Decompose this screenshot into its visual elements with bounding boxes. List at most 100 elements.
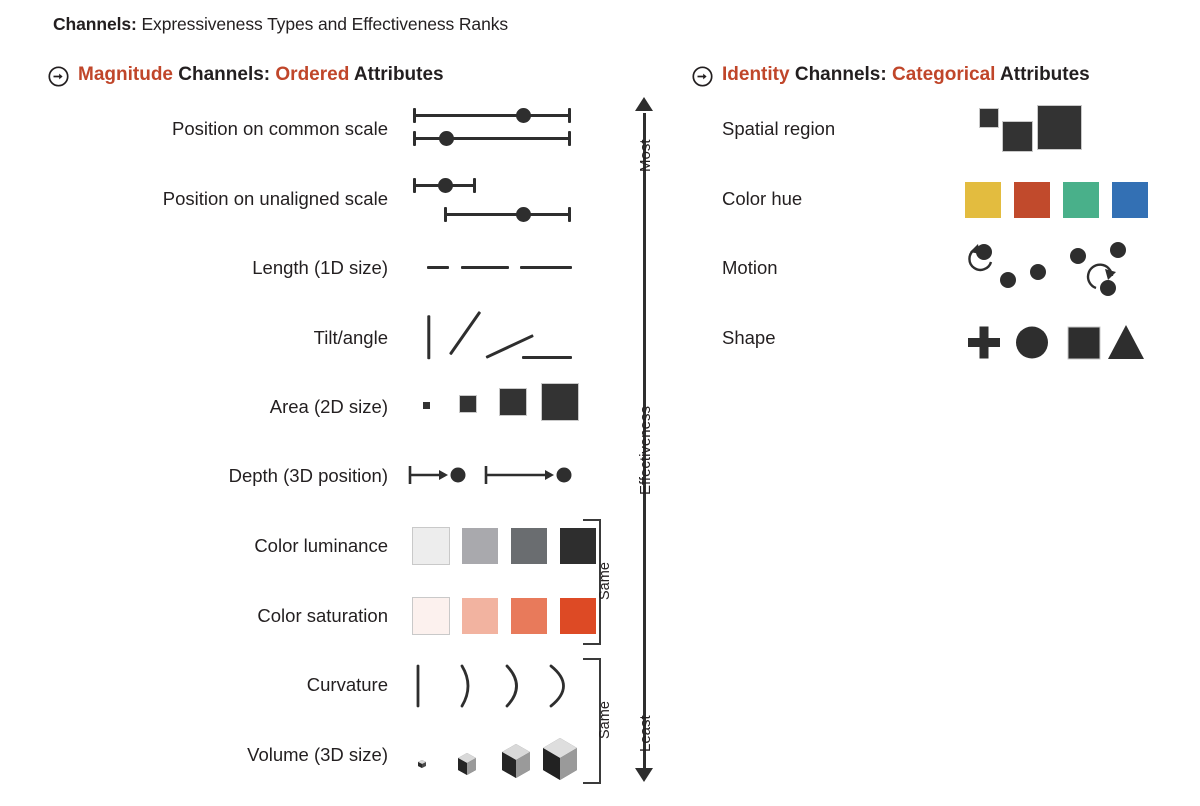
length-bar [427,266,449,269]
scale-value-dot [516,207,531,222]
glyph-curvature-arcs [408,662,583,710]
scale-value-dot [516,108,531,123]
length-bar [520,266,572,269]
tilt-line-vertical [427,315,431,360]
right-header-word4: Attributes [995,64,1090,85]
motion-rotation-arrow-icon [1105,269,1116,280]
hue-swatch [965,182,1001,218]
right-header-word1: Identity [722,64,790,85]
volume-cube [502,744,530,778]
tilt-line-horizontal [522,356,572,359]
axis-label-least: Least [637,715,654,752]
page-title-bold: Channels: [53,14,137,34]
luminance-swatch [560,528,596,564]
motion-dot [1000,272,1016,288]
motion-svg [968,242,1126,296]
volume-cube [458,753,476,775]
scale-line [444,213,571,216]
row-label-position-common-scale: Position on common scale [172,118,388,139]
left-header-word2: Channels: [173,64,276,85]
axis-label-effectiveness: Effectiveness [637,406,654,495]
scale-end-tick [413,131,416,146]
scale-end-tick [568,108,571,123]
area-square [541,383,579,421]
axis-arrow-down-icon [635,768,653,782]
scale-line [413,137,571,140]
saturation-swatch [560,598,596,634]
same-bracket-label: Same [597,562,613,600]
row-label-spatial-region: Spatial region [722,118,836,139]
motion-dot [976,244,992,260]
row-label-color-hue: Color hue [722,188,803,209]
area-square [459,395,477,413]
glyph-luminance-ramp [410,526,596,566]
saturation-swatch [462,598,498,634]
hue-swatch [1112,182,1148,218]
row-label-curvature: Curvature [306,674,388,695]
scale-value-dot [438,178,453,193]
row-label-area: Area (2D size) [269,396,388,417]
scale-end-tick [473,178,476,193]
right-column-header: Identity Channels: Categorical Attribute… [722,64,1090,86]
tilt-line-shallow [485,334,534,359]
scale-end-tick [568,207,571,222]
volume-cubes-svg [418,738,577,780]
same-bracket-luminance-saturation [583,519,601,645]
glyph-motion-dots [960,238,1135,300]
saturation-swatch [511,598,547,634]
depth-arrow-svg [408,466,572,484]
row-label-color-saturation: Color saturation [257,605,388,626]
right-header-word3: Categorical [891,64,996,85]
scale-end-tick [413,108,416,123]
glyph-volume-cubes [406,730,584,782]
square-icon [1067,326,1101,360]
glyph-aligned-scales [410,104,580,160]
glyph-hue-swatches [965,180,1148,220]
same-bracket-label: Same [597,701,613,739]
saturation-swatch [412,597,450,635]
spatial-region-square [1002,121,1033,152]
curvature-svg [416,664,565,708]
left-header-word4: Attributes [349,64,444,85]
glyph-shape-marks [963,320,1144,364]
area-square [499,388,527,416]
glyph-saturation-ramp [410,596,596,636]
same-bracket-curvature-volume [583,658,601,784]
scale-value-dot [439,131,454,146]
spatial-region-square [979,108,999,128]
scale-end-tick [413,178,416,193]
motion-dot [1110,242,1126,258]
row-label-shape: Shape [722,327,776,348]
motion-rotation-arrow-icon [1086,263,1114,290]
axis-label-most: Most [637,139,654,172]
scale-line [413,114,571,117]
left-header-word1: Magnitude [78,64,173,85]
left-column-header: Magnitude Channels: Ordered Attributes [78,64,444,86]
glyph-area-squares [410,378,580,424]
volume-cube [543,738,577,780]
row-label-tilt-angle: Tilt/angle [313,327,388,348]
page-title: Channels: Expressiveness Types and Effec… [53,14,508,35]
scale-end-tick [444,207,447,222]
row-label-position-unaligned-scale: Position on unaligned scale [162,188,388,209]
hue-swatch [1014,182,1050,218]
axis-arrow-up-icon [635,97,653,111]
spatial-region-square [1037,105,1082,150]
motion-rotation-arrow-icon [968,249,993,272]
luminance-swatch [412,527,450,565]
row-label-volume: Volume (3D size) [247,744,388,765]
scale-end-tick [568,131,571,146]
row-label-depth: Depth (3D position) [228,465,388,486]
row-label-length: Length (1D size) [252,257,388,278]
plus-icon [968,326,1000,359]
shape-svg [968,325,1144,360]
triangle-icon [1108,325,1144,359]
page-title-rest: Expressiveness Types and Effectiveness R… [136,14,509,34]
circled-arrow-right-icon [48,66,69,87]
glyph-depth-arrows [406,462,581,494]
glyph-length-bars [410,250,580,286]
circled-arrow-right-icon [692,66,713,87]
luminance-swatch [462,528,498,564]
glyph-unaligned-scales [410,174,580,230]
